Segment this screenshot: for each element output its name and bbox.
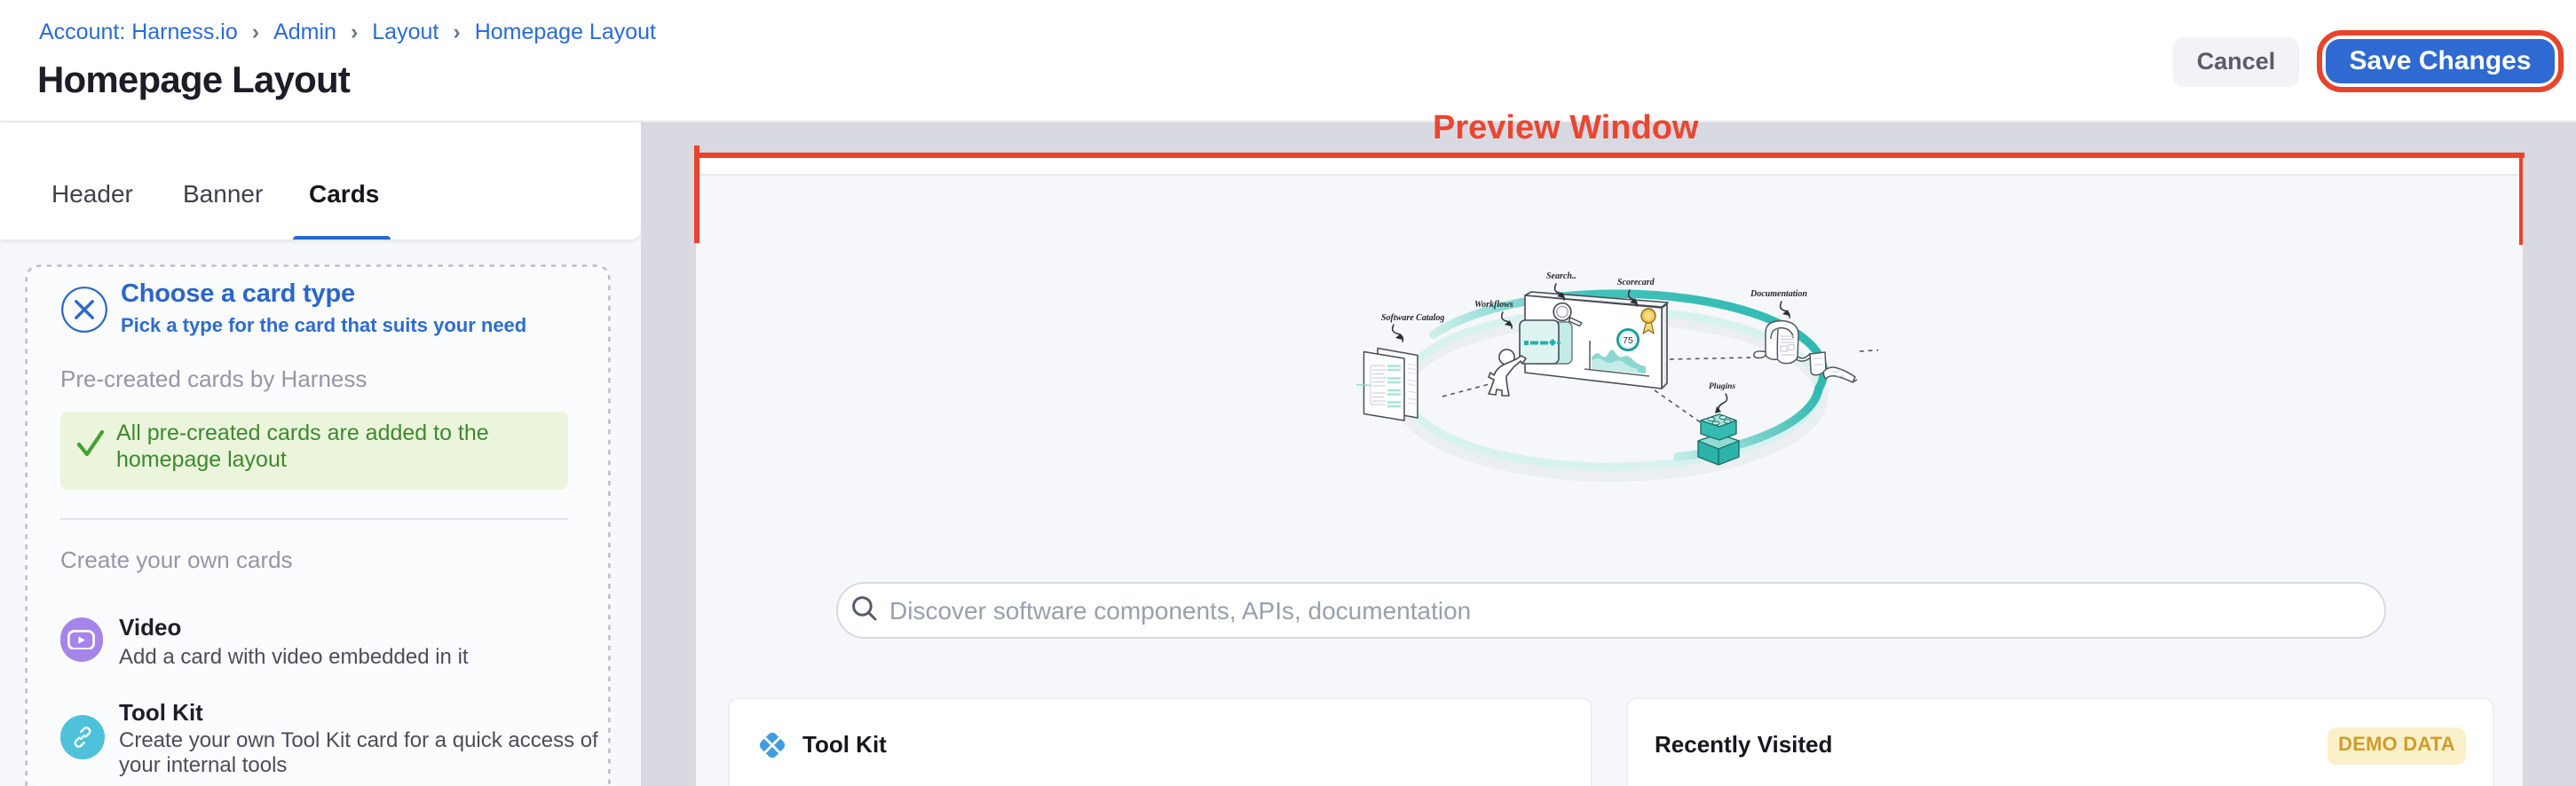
- svg-text:Scorecard: Scorecard: [1617, 278, 1655, 287]
- svg-text:75: 75: [1623, 335, 1633, 346]
- svg-text:Plugins: Plugins: [1709, 382, 1735, 391]
- svg-text:Search..: Search..: [1546, 271, 1576, 281]
- svg-text:Documentation: Documentation: [1750, 289, 1807, 299]
- svg-text:Workflows: Workflows: [1474, 300, 1513, 310]
- svg-text:Software Catalog: Software Catalog: [1381, 313, 1444, 323]
